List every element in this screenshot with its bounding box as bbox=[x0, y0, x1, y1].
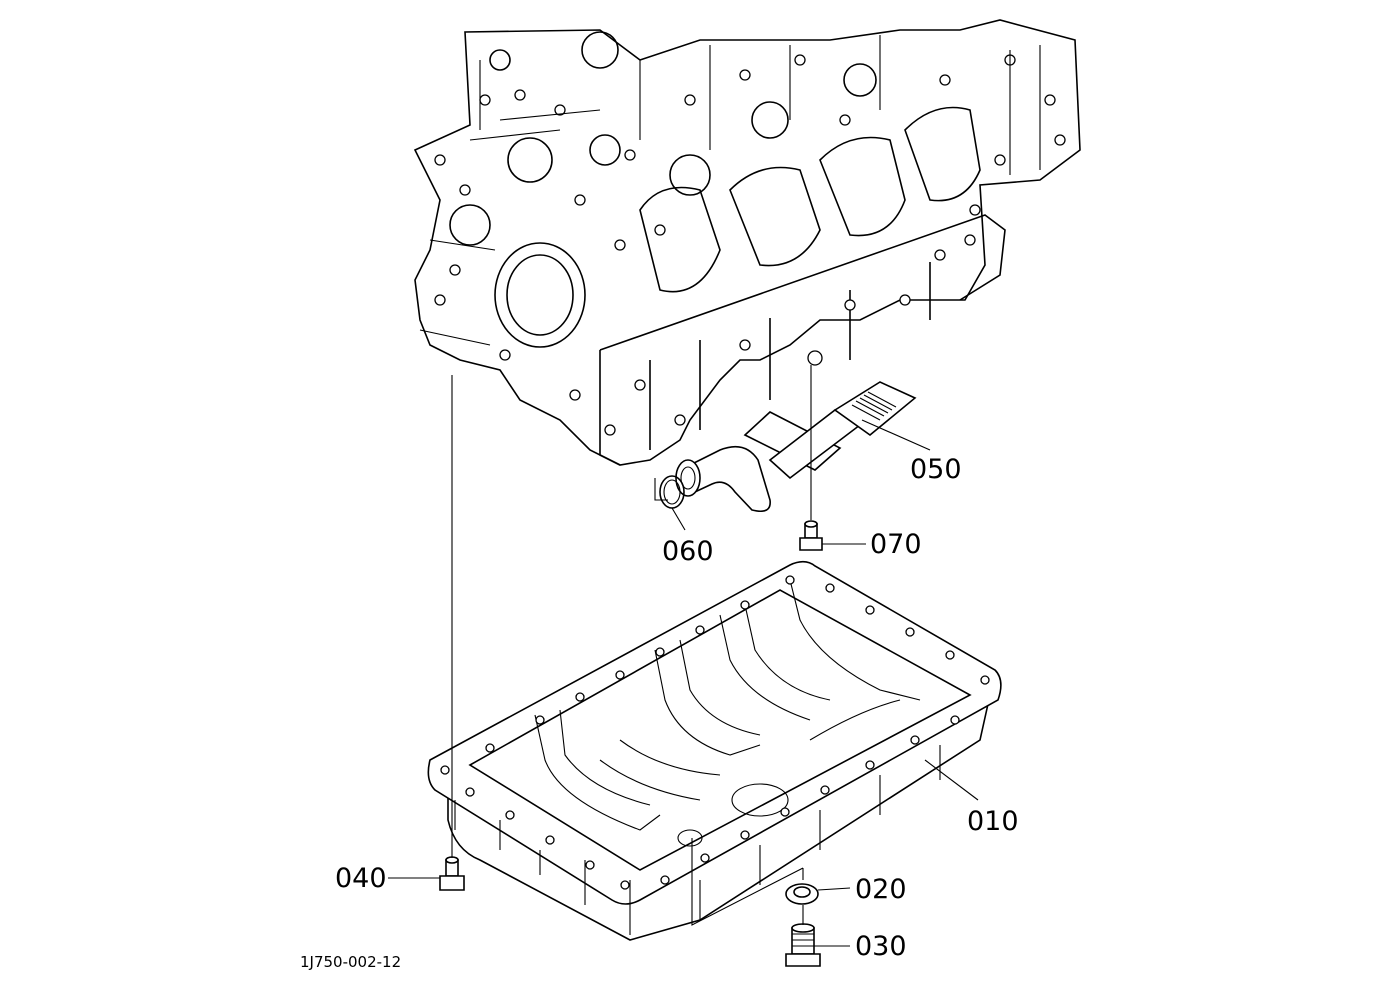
callout-060: 060 bbox=[662, 536, 714, 567]
oil-strainer bbox=[675, 381, 917, 513]
callout-050: 050 bbox=[910, 454, 962, 485]
callout-040: 040 bbox=[335, 863, 387, 894]
pan-bolt bbox=[439, 856, 465, 891]
strainer-screen bbox=[851, 391, 897, 421]
callout-070: 070 bbox=[870, 529, 922, 560]
leader-lines bbox=[388, 365, 979, 947]
engine-block bbox=[413, 19, 1081, 466]
drain-plug-gasket bbox=[785, 883, 819, 905]
diagram-reference-code: 1J750-002-12 bbox=[300, 953, 401, 971]
callout-030: 030 bbox=[855, 931, 907, 962]
strainer-bolt bbox=[799, 520, 823, 551]
oil-pan bbox=[427, 560, 1002, 941]
drain-plug bbox=[785, 923, 821, 967]
callout-010: 010 bbox=[967, 806, 1019, 837]
callout-020: 020 bbox=[855, 874, 907, 905]
